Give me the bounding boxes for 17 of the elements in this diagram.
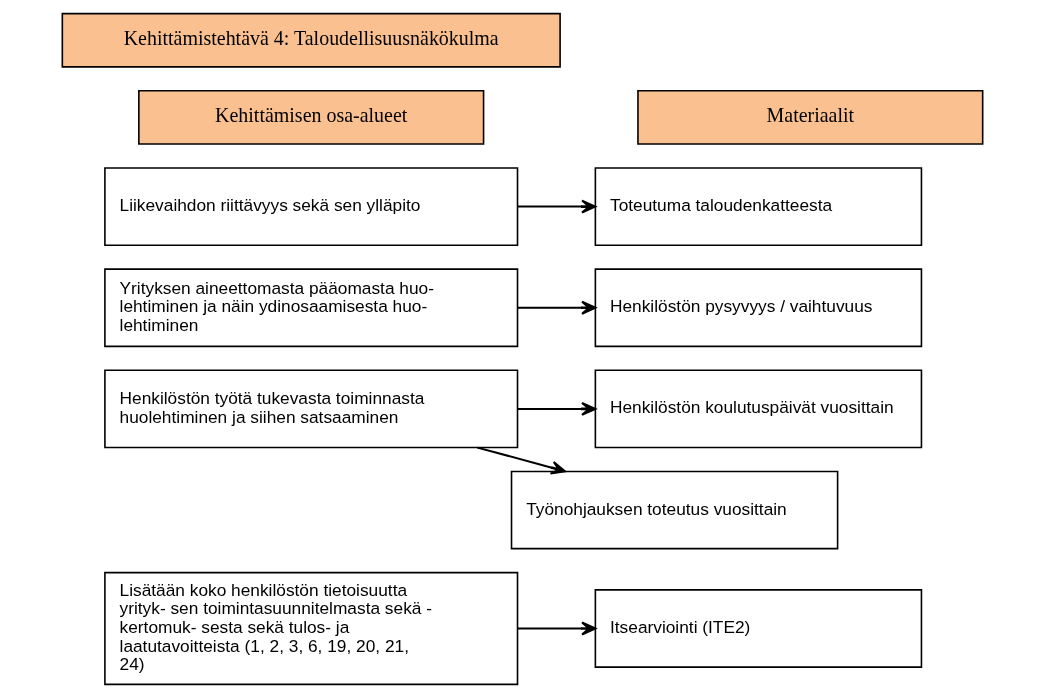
arrow bbox=[516, 401, 596, 416]
arrow bbox=[516, 199, 596, 214]
node-box: Henkilöstön koulutuspäivät vuosittain bbox=[594, 369, 922, 449]
arrow bbox=[516, 300, 596, 315]
node-box: Liikevaihdon riittävyys sekä sen ylläpito bbox=[103, 167, 518, 246]
node-box: Henkilöstön työtä tukevasta toiminnasta huolehtiminen ja siihen satsaaminen bbox=[103, 369, 518, 449]
node-box: Henkilöstön pysyvyys / vaihtuvuus bbox=[594, 268, 922, 348]
node-box: Itsearviointi (ITE2) bbox=[594, 589, 922, 668]
node-box: Työnohjauksen toteutus vuosittain bbox=[510, 470, 838, 550]
node-box: Yrityksen aineettomasta pääomasta huo- lehtiminen ja näin ydinosaamisesta huo- lehtiminen bbox=[103, 268, 518, 348]
arrow bbox=[516, 621, 596, 636]
node-box: Kehittämisen osa-alueet bbox=[137, 90, 484, 145]
node-box: Lisätään koko henkilöstön tietoisuutta yrityk- sen toimintasuunnitelmasta sekä - kertomuk- sesta sekä tulos- ja laatutavoitteista (1, 2, 3, 6, 19, 20, 21, 24) bbox=[103, 571, 518, 686]
node-box: Toteutuma taloudenkatteesta bbox=[594, 167, 922, 246]
node-box: Kehittämistehtävä 4: Taloudellisuusnäkökulma bbox=[61, 12, 561, 68]
node-box: Materiaalit bbox=[636, 90, 983, 145]
arrow bbox=[475, 446, 566, 475]
